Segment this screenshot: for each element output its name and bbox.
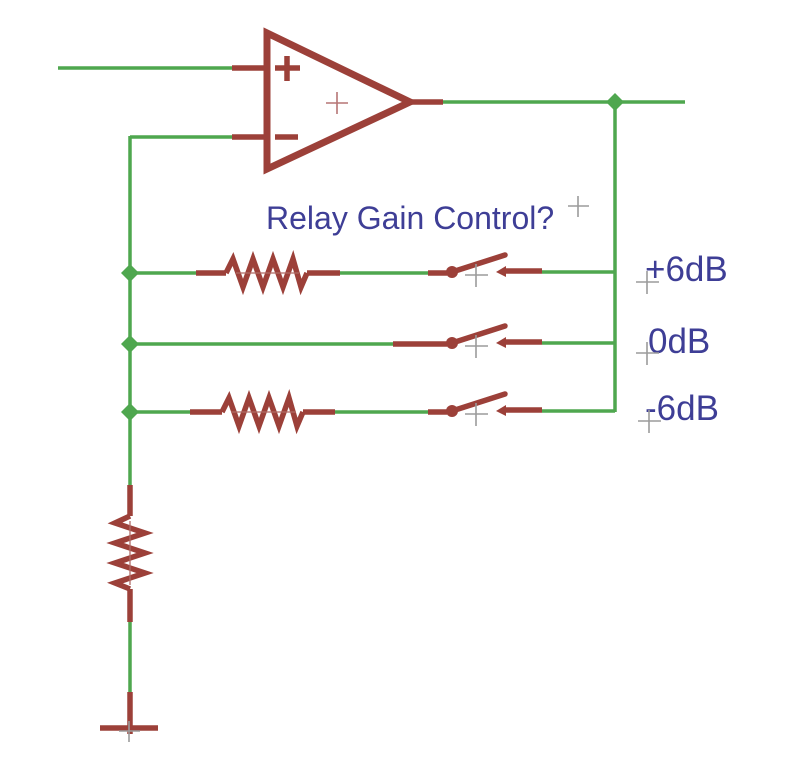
resistor-branch3: [190, 389, 335, 435]
label-anchor-cross-icon: [636, 342, 659, 365]
gain-label-minus6db: -6dB: [645, 389, 719, 428]
title-anchor-cross-icon: [568, 196, 589, 217]
switch-anchor-cross-icon: [465, 335, 488, 358]
relay-switch-branch1: [428, 252, 542, 287]
opamp-triangle: [263, 27, 419, 175]
branch-minus6db: [130, 389, 615, 435]
resistor-branch1: [196, 250, 340, 296]
output-net: [443, 93, 685, 412]
gain-label-plus6db: +6dB: [645, 250, 728, 289]
label-anchor-cross-icon: [638, 410, 661, 433]
relay-switch-branch2: [393, 323, 542, 358]
switch-anchor-cross-icon: [465, 264, 488, 287]
opamp-anchor-cross-icon: [326, 92, 348, 114]
shunt-resistor: [106, 485, 154, 622]
ground-symbol: [100, 692, 158, 742]
label-anchor-cross-icon: [636, 271, 659, 294]
feedback-bus: [121, 136, 139, 485]
switch-anchor-cross-icon: [465, 403, 488, 426]
opamp: [58, 27, 443, 175]
schematic-title: Relay Gain Control?: [266, 200, 554, 236]
branch-0db: [130, 323, 615, 358]
opamp-plus-icon: [275, 56, 300, 81]
branch-plus6db: [130, 250, 615, 296]
relay-switch-branch3: [428, 391, 542, 426]
gain-label-0db: 0dB: [648, 322, 710, 361]
ground-anchor-cross-icon: [119, 721, 140, 742]
